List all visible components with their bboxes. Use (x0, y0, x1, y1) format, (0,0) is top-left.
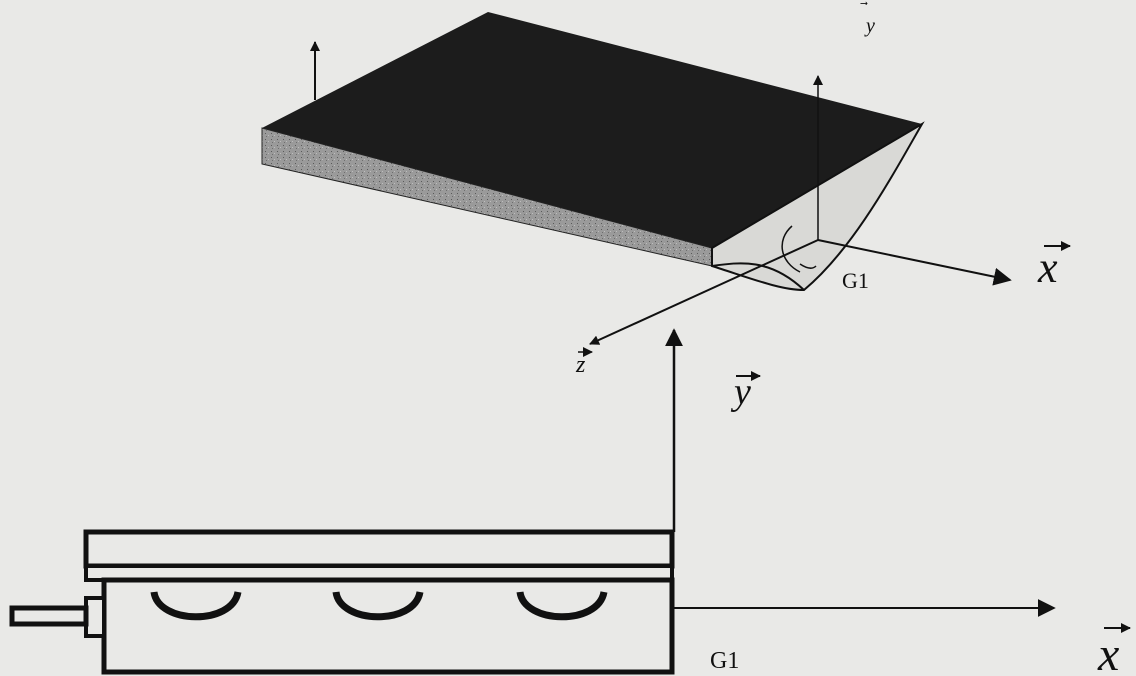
top-y-vector-arrow: ⃗ (860, 1, 868, 6)
top-y-label: y (864, 15, 875, 37)
side-origin-label: G1 (710, 648, 739, 674)
body-block (101, 577, 675, 675)
top-x-label: x (1037, 243, 1058, 292)
end-cap (84, 596, 106, 638)
cup-2 (332, 590, 424, 621)
side-x-label: x (1097, 628, 1119, 676)
side-y-label: y (730, 371, 751, 413)
top-x-axis (817, 239, 1012, 286)
slab-end-curve (711, 262, 805, 291)
cup-1 (150, 590, 242, 621)
angle-arc (781, 225, 801, 273)
slab-3d-view: y ⃗ G1 x z (261, 1, 1071, 378)
cup-3 (516, 590, 608, 621)
top-z-label: z (575, 352, 586, 378)
top-origin-label: G1 (842, 268, 869, 293)
top-plate (83, 529, 675, 569)
top-z-axis (589, 239, 819, 345)
shaft (9, 605, 89, 627)
slab-top-face (262, 12, 922, 248)
angle-arc-small (799, 263, 817, 269)
side-view: y x G1 (9, 328, 1131, 676)
slab-end-face (711, 121, 925, 292)
